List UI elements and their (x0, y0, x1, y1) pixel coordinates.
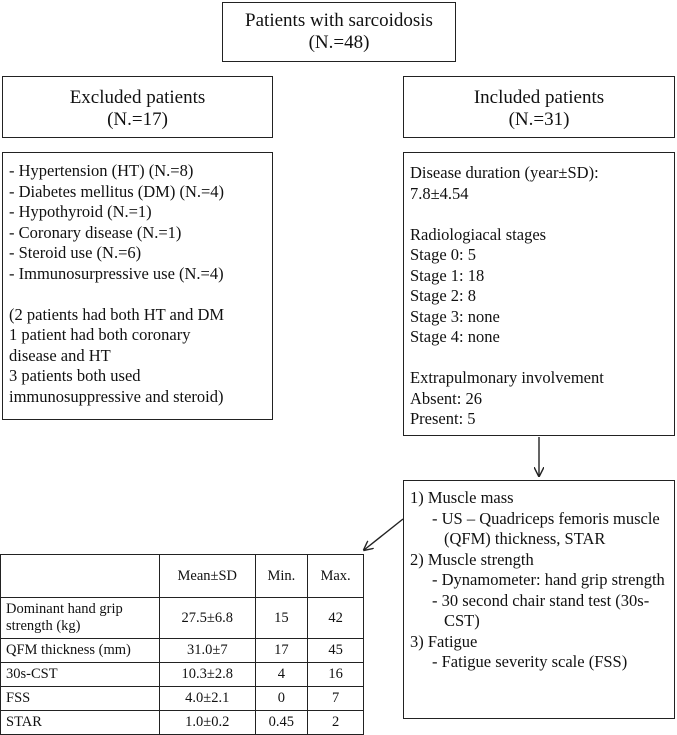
total-count: (N.=48) (308, 32, 370, 53)
muscle-mass-title: 1) Muscle mass (410, 488, 514, 507)
table-cell: 7 (307, 686, 364, 711)
excluded-patients-box: Excluded patients (N.=17) (2, 76, 273, 138)
muscle-strength-item: - 30 second chair stand test (30s-CST) (432, 590, 650, 631)
table-cell: 1.0±0.2 (159, 710, 256, 735)
exclusion-note: 3 patients both used (9, 366, 141, 385)
exclusion-item: - Steroid use (N.=6) (9, 243, 142, 262)
table-cell: 2 (307, 710, 364, 735)
total-title: Patients with sarcoidosis (245, 10, 433, 31)
muscle-mass-item: - US – Quadriceps femoris muscle (QFM) t… (432, 508, 660, 549)
table-cell: 4.0±2.1 (159, 686, 256, 711)
included-title: Included patients (473, 87, 605, 108)
extrapulmonary-title: Extrapulmonary involvement (410, 368, 604, 387)
table-cell: 15 (254, 597, 309, 639)
exclusion-item: - Immunosurpressive use (N.=4) (9, 263, 224, 283)
table-cell: 10.3±2.8 (159, 662, 256, 687)
table-row: Dominant hand grip strength (kg) 27.5±6.… (0, 597, 364, 639)
fatigue-title: 3) Fatigue (410, 631, 478, 651)
exclusion-note: immunosuppressive and steroid) (9, 386, 224, 406)
table-cell: 16 (307, 662, 364, 687)
duration-label: Disease duration (year±SD): (410, 163, 599, 182)
stage-item: Stage 0: 5 (410, 245, 476, 264)
table-cell: 27.5±6.8 (159, 597, 256, 639)
exclusion-note: disease and HT (9, 345, 111, 365)
arrow-measures-to-table (364, 518, 404, 550)
exclusion-reasons-box: - Hypertension (HT) (N.=8) - Diabetes me… (2, 152, 273, 420)
table-cell: 30s-CST (0, 662, 160, 687)
included-count: (N.=31) (508, 109, 570, 130)
table-header-row: Mean±SD Min. Max. (0, 554, 364, 598)
stage-item: Stage 4: none (410, 327, 500, 346)
exclusion-item: - Hypothyroid (N.=1) (9, 202, 152, 221)
muscle-strength-title: 2) Muscle strength (410, 549, 534, 569)
included-patients-box: Included patients (N.=31) (403, 76, 675, 138)
stage-item: Stage 1: 18 (410, 265, 485, 285)
stages-title: Radiologiacal stages (410, 224, 547, 244)
table-cell: 4 (254, 662, 309, 687)
extrapulmonary-item: Absent: 26 (410, 388, 482, 408)
stage-item: Stage 3: none (410, 306, 500, 326)
table-cell: Dominant hand grip strength (kg) (0, 597, 160, 639)
exclusion-note: (2 patients had both HT and DM (9, 304, 225, 324)
table-row: FSS 4.0±2.1 0 7 (0, 686, 364, 711)
table-row: 30s-CST 10.3±2.8 4 16 (0, 662, 364, 687)
exclusion-item: - Diabetes mellitus (DM) (N.=4) (9, 181, 225, 201)
results-table: Mean±SD Min. Max. Dominant hand grip str… (0, 554, 364, 735)
table-cell: 0.45 (254, 710, 309, 735)
table-header: Mean±SD (159, 554, 256, 598)
fatigue-item: - Fatigue severity scale (FSS) (432, 652, 628, 671)
excluded-title: Excluded patients (69, 87, 206, 108)
inclusion-details-box: Disease duration (year±SD): 7.8±4.54 Rad… (403, 152, 675, 436)
stage-item: Stage 2: 8 (410, 286, 476, 305)
exclusion-note: 1 patient had both coronary (9, 325, 191, 344)
duration-value: 7.8±4.54 (410, 183, 469, 203)
total-patients-box: Patients with sarcoidosis (N.=48) (222, 2, 456, 62)
extrapulmonary-item: Present: 5 (410, 409, 476, 428)
table-header: Min. (254, 554, 309, 598)
table-cell: 42 (307, 597, 364, 639)
excluded-count: (N.=17) (107, 109, 168, 130)
exclusion-item: - Coronary disease (N.=1) (9, 222, 182, 242)
table-row: STAR 1.0±0.2 0.45 2 (0, 710, 364, 735)
table-header: Max. (307, 554, 364, 598)
measurements-box: 1) Muscle mass - US – Quadriceps femoris… (403, 480, 675, 719)
table-header (0, 554, 160, 598)
table-cell: QFM thickness (mm) (0, 638, 160, 663)
exclusion-item: - Hypertension (HT) (N.=8) (9, 161, 194, 180)
muscle-strength-item: - Dynamometer: hand grip strength (432, 570, 665, 589)
